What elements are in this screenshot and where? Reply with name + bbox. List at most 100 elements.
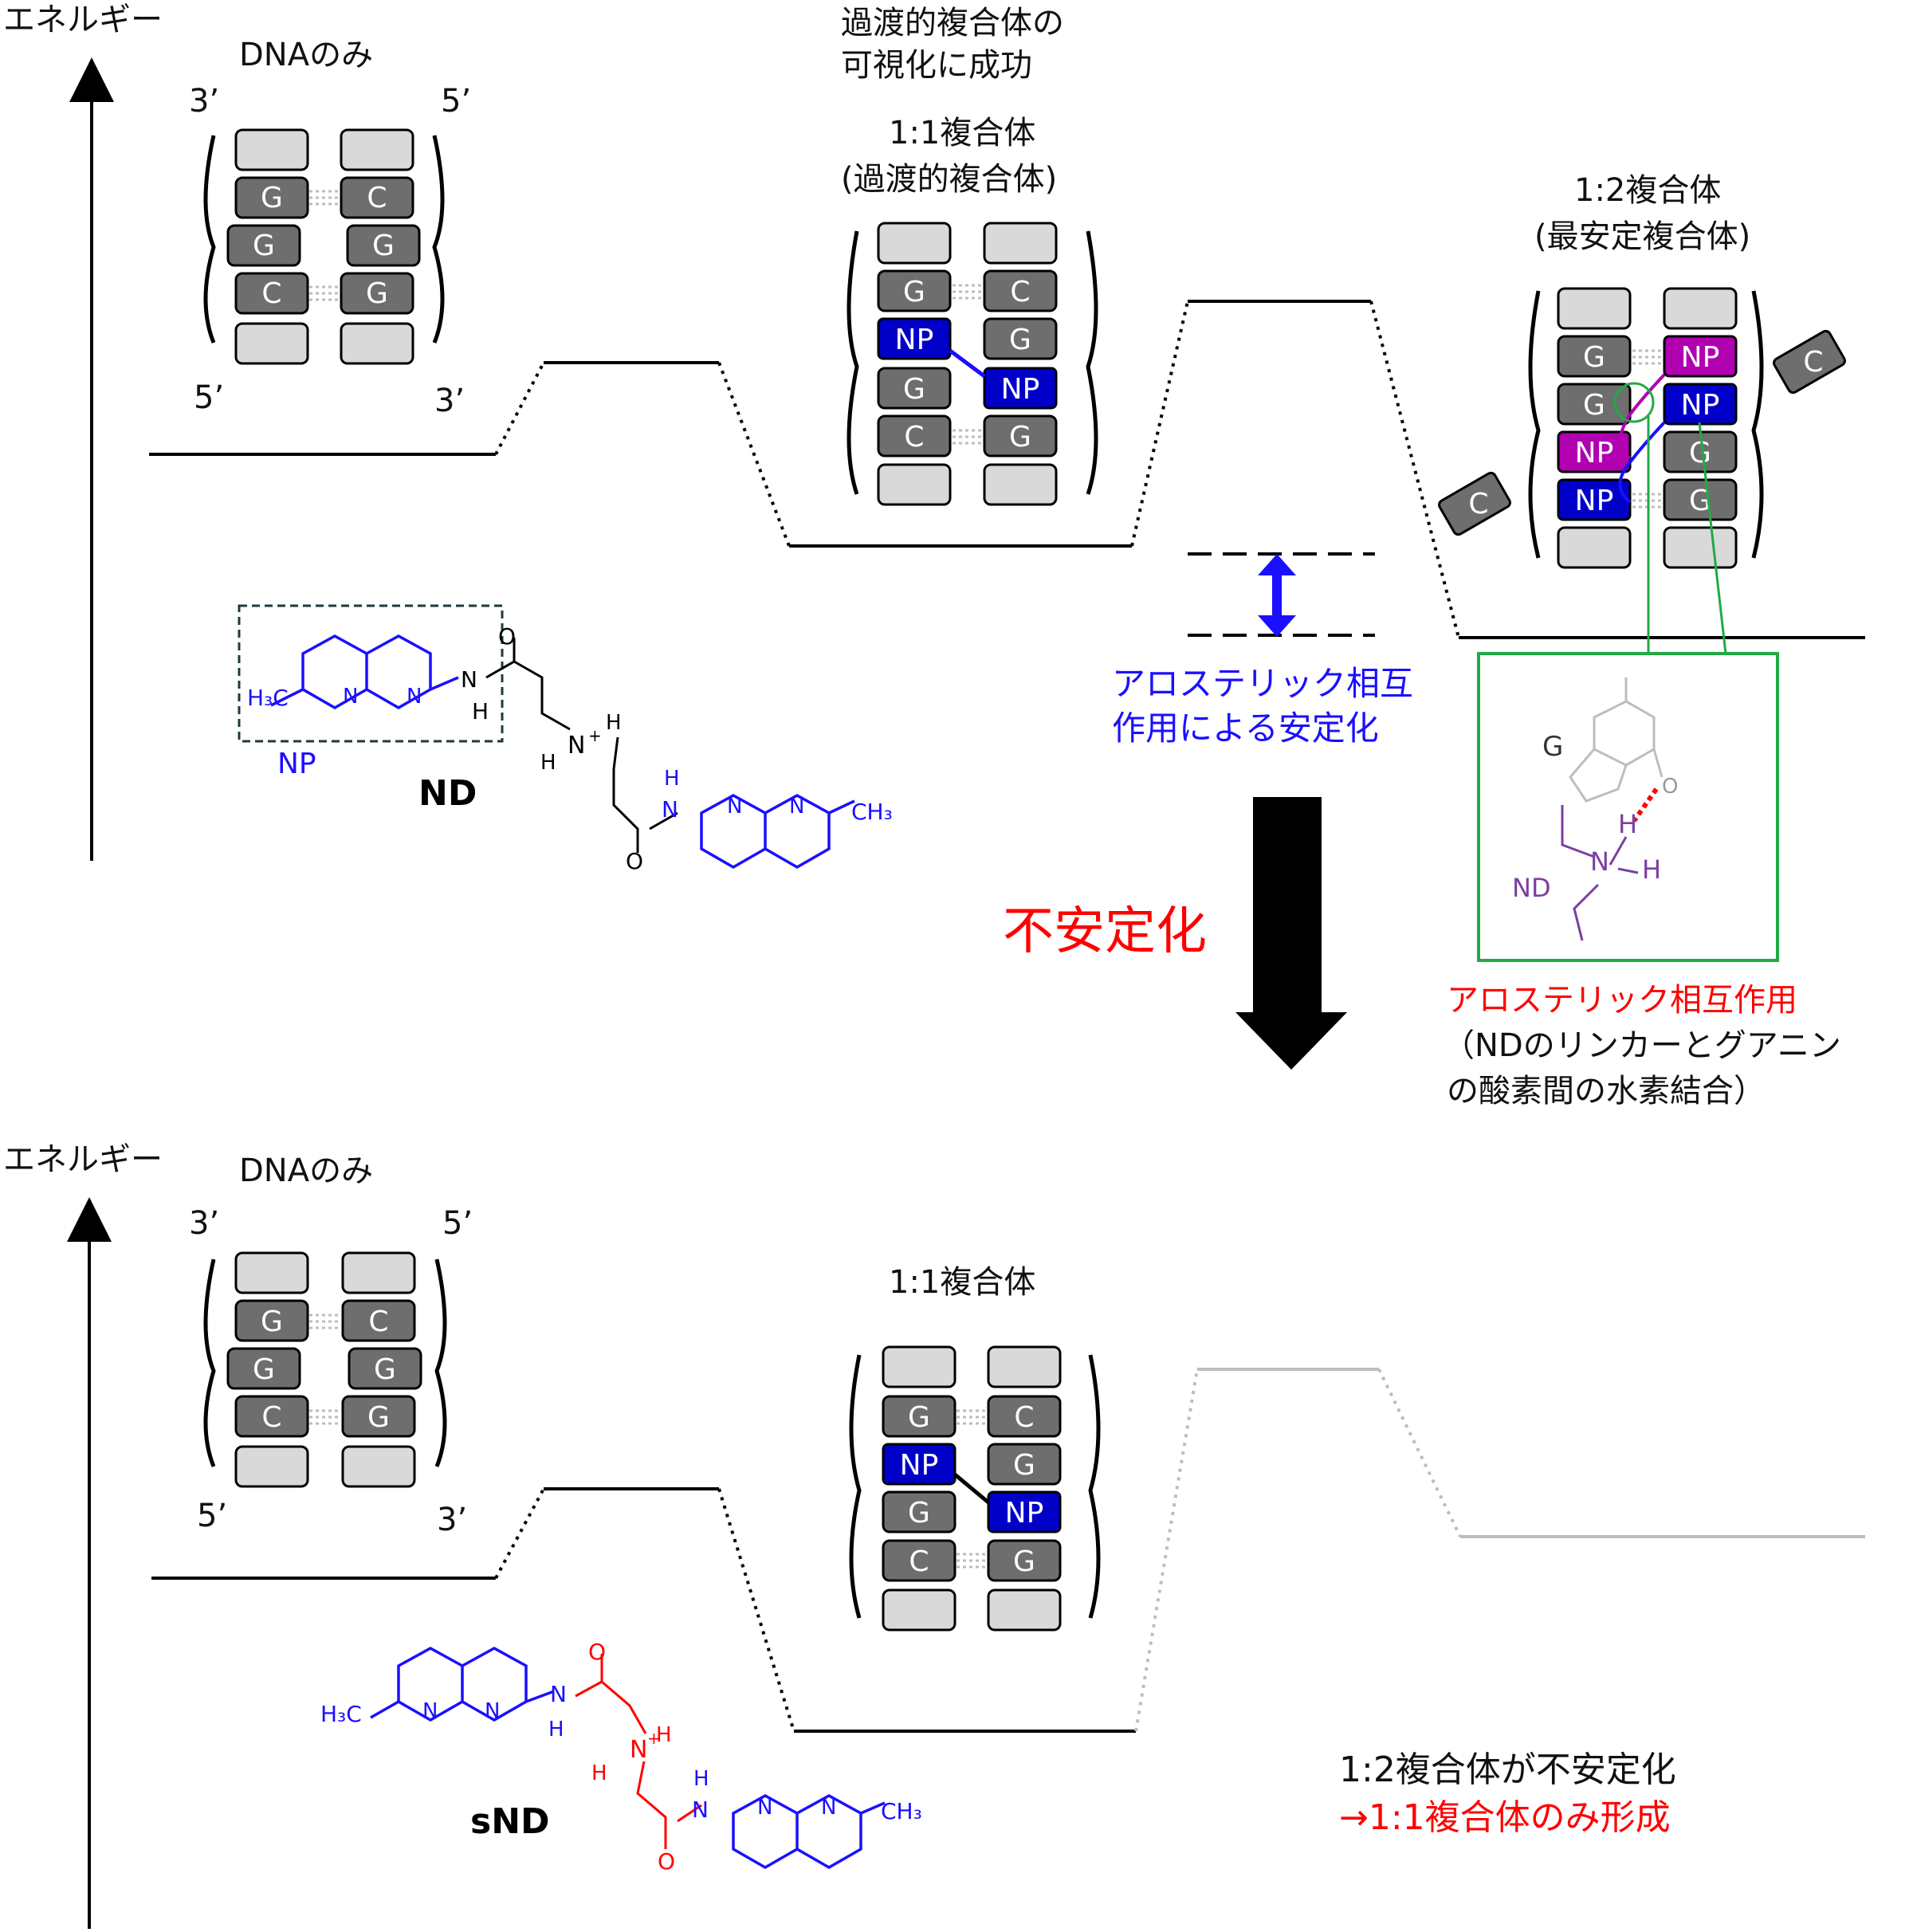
allosteric-note-2: の酸素間の水素結合）	[1447, 1073, 1766, 1109]
base-g: G	[372, 230, 395, 262]
result-text-1: 1:2複合体が不安定化	[1339, 1749, 1676, 1790]
base-g: G	[253, 230, 275, 262]
nd-n: N	[461, 666, 477, 693]
nd-h: H	[540, 751, 556, 775]
allosteric-title: アロステリック相互作用	[1447, 982, 1797, 1019]
base-g: G	[1583, 389, 1605, 422]
base-np: NP	[1005, 1497, 1044, 1530]
snd-n-plus: N	[630, 1736, 647, 1764]
base-g: G	[1013, 1449, 1035, 1482]
energy-profile-bottom	[151, 1368, 1865, 1733]
nd-n: N	[662, 796, 678, 823]
base-np: NP	[900, 1449, 939, 1482]
dna-duplex-top: G C G G C G	[203, 128, 445, 365]
base-np: NP	[1681, 389, 1720, 422]
snd-n: N	[821, 1796, 836, 1820]
end-3-bottom-right: 3’	[437, 1502, 467, 1538]
allosteric-note-1: （NDのリンカーとグアニン	[1443, 1027, 1841, 1064]
complex11-sub-label: (過渡的複合体)	[841, 161, 1057, 198]
nd-o-bottom: O	[626, 848, 643, 874]
transient-title-2: 可視化に成功	[841, 47, 1032, 84]
base-np: NP	[1575, 485, 1614, 517]
snd-n: N	[422, 1699, 438, 1723]
base-g: G	[1009, 421, 1031, 454]
energy-axis-label-top: エネルギー	[3, 2, 163, 38]
base-g: G	[366, 277, 388, 310]
base-c: C	[909, 1545, 929, 1578]
end-5-bottom-left: 5’	[194, 379, 224, 416]
base-g: G	[1689, 437, 1711, 469]
base-np: NP	[895, 324, 934, 356]
snd-h: H	[548, 1718, 564, 1742]
nd-n-plus: N	[568, 732, 585, 760]
snd-o-top: O	[588, 1639, 606, 1665]
base-c: C	[261, 1401, 281, 1434]
snd-label: sND	[470, 1801, 550, 1842]
complex12-sub-label: (最安定複合体)	[1534, 218, 1750, 255]
snd-plus: +	[647, 1729, 661, 1748]
dna-only-label-bottom: DNAのみ	[239, 1153, 373, 1189]
base-np: NP	[1681, 341, 1720, 374]
end-3-bottom-right: 3’	[434, 383, 465, 419]
snd-molecule: O N H N + H H H₃C N N sND O N H N N CH₃	[320, 1639, 922, 1875]
complex11-label-top: 1:1複合体	[889, 115, 1035, 151]
dna-only-label-top: DNAのみ	[239, 37, 373, 73]
destabilize-text: 不安定化	[1003, 902, 1207, 961]
allosteric-inset: G O H N H ND	[1477, 652, 1779, 962]
base-g: G	[908, 1401, 930, 1434]
inset-h: H	[1618, 809, 1637, 839]
end-3-top-left: 3’	[189, 1205, 219, 1242]
snd-h: H	[591, 1761, 607, 1785]
energy-profile-top	[149, 300, 1865, 639]
base-c: C	[904, 421, 924, 454]
base-c: C	[1803, 346, 1823, 379]
inset-g-label: G	[1542, 731, 1563, 763]
nd-o-top: O	[498, 623, 516, 650]
stabilization-text-2: 作用による安定化	[1112, 709, 1379, 748]
complex12-duplex: G NP G NP NP G NP G C C	[1438, 287, 1846, 654]
base-g: G	[903, 373, 925, 406]
base-g: G	[1009, 324, 1031, 356]
base-c: C	[261, 277, 281, 310]
end-5-top-right: 5’	[442, 1205, 473, 1242]
snd-o-bottom: O	[658, 1848, 675, 1875]
nd-n: N	[407, 685, 422, 709]
nd-label: ND	[418, 773, 477, 814]
base-g: G	[253, 1353, 275, 1386]
nd-n: N	[343, 685, 358, 709]
base-c: C	[1468, 488, 1488, 520]
base-g: G	[908, 1497, 930, 1530]
base-g: G	[1583, 341, 1605, 374]
inset-nd-label: ND	[1512, 873, 1551, 903]
base-g: G	[367, 1401, 390, 1434]
stabilization-arrow	[1258, 554, 1296, 637]
snd-n: N	[692, 1797, 709, 1823]
base-c: C	[1014, 1401, 1034, 1434]
base-c: C	[368, 1306, 388, 1338]
snd-h: H	[656, 1723, 672, 1747]
base-g: G	[903, 276, 925, 308]
stabilization-text-1: アロステリック相互	[1112, 664, 1413, 703]
base-g: G	[374, 1353, 396, 1386]
end-3-top-left: 3’	[189, 83, 219, 120]
nd-h3c: H₃C	[247, 685, 289, 711]
base-np: NP	[1001, 373, 1040, 406]
nd-h: H	[472, 698, 489, 724]
result-text-2: →1:1複合体のみ形成	[1339, 1797, 1671, 1838]
nd-n: N	[727, 795, 742, 819]
inset-o: O	[1662, 775, 1678, 799]
nd-plus: +	[588, 726, 602, 745]
nd-n: N	[789, 795, 804, 819]
snd-n: N	[757, 1796, 772, 1820]
inset-nplus: N	[1590, 846, 1609, 877]
energy-axis-label-bottom: エネルギー	[3, 1141, 163, 1178]
complex11-duplex-top: G C NP G G NP C G	[847, 222, 1098, 506]
transient-title-1: 過渡的複合体の	[841, 5, 1064, 41]
end-5-bottom-left: 5’	[197, 1498, 227, 1534]
end-5-top-right: 5’	[441, 83, 471, 120]
nd-ch3: CH₃	[851, 799, 893, 825]
base-c: C	[1010, 276, 1030, 308]
complex11-duplex-bottom: G C NP G G NP C G	[849, 1345, 1101, 1632]
nd-molecule: O N H N + H H H₃C N N NP ND O N H N N CH…	[238, 604, 893, 874]
